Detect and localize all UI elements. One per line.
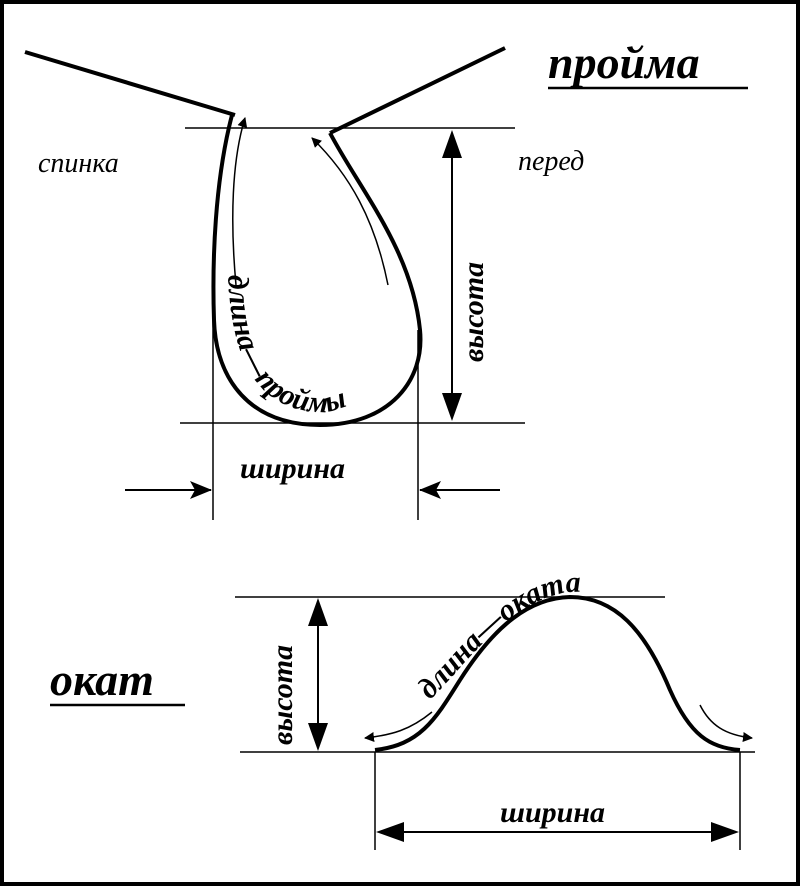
armhole-width-label: ширина: [240, 452, 345, 485]
cap-height-label: высота: [266, 645, 299, 745]
sleeve-cap-title: окат: [50, 654, 154, 705]
front-shoulder-line: [329, 46, 506, 135]
armhole-height-label: высота: [457, 262, 490, 362]
cap-width-label: ширина: [500, 796, 605, 829]
armhole-length-arrow-front: [311, 137, 389, 286]
back-label: спинка: [38, 148, 119, 179]
armhole-title: пройма: [548, 37, 700, 88]
front-label: перед: [518, 146, 584, 177]
cap-length-arrow-right: [699, 704, 753, 742]
cap-length-arrow-left: [364, 711, 433, 742]
armhole-curve: [211, 114, 423, 428]
sleeve-cap-curve: [374, 594, 741, 752]
armhole-length-arrow-back: [232, 117, 248, 286]
back-shoulder-line: [24, 50, 236, 117]
